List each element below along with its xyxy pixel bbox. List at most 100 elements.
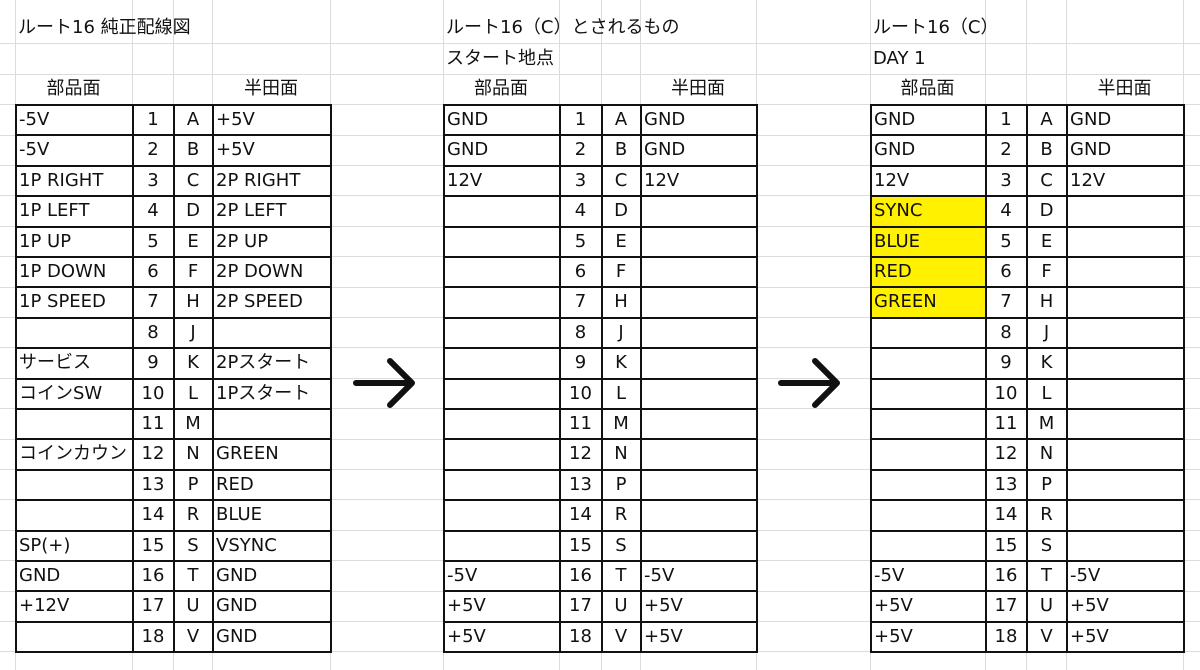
parts-side-cell[interactable]: +5V <box>447 625 486 647</box>
parts-side-cell[interactable] <box>16 500 132 531</box>
pin-number-cell[interactable]: 18 <box>994 625 1018 647</box>
solder-side-cell[interactable] <box>641 257 756 288</box>
parts-side-cell[interactable]: +12V <box>19 595 70 617</box>
pin-letter-cell[interactable]: D <box>614 200 628 222</box>
pin-letter-cell[interactable]: L <box>187 382 199 404</box>
solder-side-cell[interactable]: 2P DOWN <box>216 261 304 282</box>
pin-letter-cell[interactable]: S <box>615 534 627 556</box>
pin-number-cell[interactable]: 1 <box>1000 109 1012 130</box>
pin-letter-cell[interactable]: U <box>186 595 200 617</box>
solder-side-cell[interactable] <box>1067 196 1183 227</box>
solder-side-cell[interactable]: +5V <box>216 139 255 161</box>
parts-side-cell[interactable]: SYNC <box>871 196 985 228</box>
pin-number-cell[interactable]: 11 <box>141 413 165 434</box>
pin-letter-cell[interactable]: H <box>1039 291 1054 313</box>
parts-side-cell[interactable] <box>871 439 985 470</box>
pin-number-cell[interactable]: 6 <box>1000 261 1012 282</box>
pin-number-cell[interactable]: 14 <box>569 504 592 526</box>
solder-side-cell[interactable] <box>641 318 756 349</box>
solder-side-cell[interactable] <box>641 409 756 440</box>
pin-letter-cell[interactable]: U <box>614 595 628 617</box>
pin-number-cell[interactable]: 5 <box>1000 230 1012 252</box>
parts-side-cell[interactable]: 12V <box>447 169 483 191</box>
pin-number-cell[interactable]: 8 <box>147 321 159 343</box>
pin-number-cell[interactable]: 3 <box>147 169 159 191</box>
parts-side-cell[interactable]: GND <box>874 109 916 130</box>
solder-side-cell[interactable]: 2P LEFT <box>216 200 287 222</box>
pin-letter-cell[interactable]: B <box>1040 139 1053 161</box>
pin-letter-cell[interactable]: P <box>187 473 199 495</box>
parts-side-cell[interactable]: 1P UP <box>19 230 72 252</box>
solder-side-cell[interactable] <box>1067 257 1183 288</box>
parts-side-cell[interactable] <box>444 257 559 288</box>
pin-number-cell[interactable]: 6 <box>147 261 159 282</box>
pin-letter-cell[interactable]: K <box>187 352 199 374</box>
solder-side-cell[interactable] <box>641 439 756 470</box>
parts-side-cell[interactable]: サービス <box>19 352 91 374</box>
solder-side-cell[interactable] <box>641 348 756 379</box>
pin-letter-cell[interactable]: K <box>615 352 627 374</box>
pin-letter-cell[interactable]: D <box>186 200 200 222</box>
parts-side-cell[interactable]: RED <box>871 257 985 288</box>
pin-number-cell[interactable]: 6 <box>574 261 587 282</box>
solder-side-cell[interactable]: GND <box>644 109 686 130</box>
pin-letter-cell[interactable]: F <box>1041 261 1052 282</box>
pin-letter-cell[interactable]: N <box>186 443 200 465</box>
pin-number-cell[interactable]: 17 <box>569 595 592 617</box>
pin-number-cell[interactable]: 5 <box>147 230 159 252</box>
pin-number-cell[interactable]: 7 <box>147 291 159 313</box>
pin-number-cell[interactable]: 15 <box>141 534 165 556</box>
parts-side-cell[interactable]: -5V <box>447 565 478 586</box>
pin-number-cell[interactable]: 16 <box>994 565 1018 586</box>
parts-side-cell[interactable] <box>444 379 559 410</box>
solder-side-cell[interactable]: 2Pスタート <box>216 352 311 374</box>
parts-side-cell[interactable] <box>871 531 985 562</box>
pin-number-cell[interactable]: 13 <box>141 473 165 495</box>
pin-number-cell[interactable]: 11 <box>569 413 592 434</box>
parts-side-cell[interactable]: 1P SPEED <box>19 291 106 313</box>
parts-side-cell[interactable]: 1P RIGHT <box>19 169 104 191</box>
solder-side-cell[interactable]: GND <box>216 595 258 617</box>
pin-number-cell[interactable]: 10 <box>569 382 592 404</box>
solder-side-cell[interactable]: +5V <box>644 625 683 647</box>
parts-side-cell[interactable] <box>444 500 559 531</box>
pin-letter-cell[interactable]: E <box>1040 230 1053 252</box>
parts-side-cell[interactable]: コインSW <box>19 382 103 404</box>
solder-side-cell[interactable]: VSYNC <box>216 534 277 556</box>
solder-side-cell[interactable] <box>1067 409 1183 440</box>
parts-side-cell[interactable] <box>871 500 985 531</box>
parts-side-cell[interactable] <box>444 227 559 258</box>
pin-number-cell[interactable]: 4 <box>574 200 587 222</box>
parts-side-cell[interactable] <box>444 287 559 318</box>
solder-side-cell[interactable]: GND <box>644 139 686 161</box>
solder-side-cell[interactable] <box>641 196 756 227</box>
solder-side-header[interactable]: 半田面 <box>244 78 298 99</box>
pin-number-cell[interactable]: 10 <box>994 382 1018 404</box>
pin-letter-cell[interactable]: S <box>187 534 199 556</box>
pin-number-cell[interactable]: 8 <box>574 321 587 343</box>
parts-side-cell[interactable]: BLUE <box>871 226 985 258</box>
pin-letter-cell[interactable]: L <box>615 382 627 404</box>
pin-letter-cell[interactable]: A <box>614 109 628 130</box>
pin-number-cell[interactable]: 17 <box>141 595 165 617</box>
parts-side-cell[interactable] <box>444 531 559 562</box>
pin-letter-cell[interactable]: S <box>1040 534 1053 556</box>
solder-side-cell[interactable]: GND <box>1070 109 1112 130</box>
solder-side-cell[interactable]: GND <box>216 625 258 647</box>
table-title[interactable]: ルート16（C）とされるもの <box>446 17 680 38</box>
parts-side-cell[interactable]: 12V <box>874 169 910 191</box>
solder-side-cell[interactable]: +5V <box>644 595 683 617</box>
pin-letter-cell[interactable]: H <box>614 291 628 313</box>
table-title[interactable]: ルート16 純正配線図 <box>18 17 191 38</box>
pin-number-cell[interactable]: 9 <box>147 352 159 374</box>
pin-letter-cell[interactable]: F <box>187 261 199 282</box>
solder-side-cell[interactable]: +5V <box>1070 595 1109 617</box>
solder-side-cell[interactable]: GND <box>216 565 258 586</box>
pin-number-cell[interactable]: 2 <box>1000 139 1012 161</box>
pin-number-cell[interactable]: 11 <box>994 413 1018 434</box>
pin-letter-cell[interactable]: T <box>187 565 199 586</box>
parts-side-header[interactable]: 部品面 <box>46 78 101 99</box>
parts-side-cell[interactable] <box>444 470 559 501</box>
pin-number-cell[interactable]: 14 <box>994 504 1018 526</box>
pin-number-cell[interactable]: 18 <box>569 625 592 647</box>
